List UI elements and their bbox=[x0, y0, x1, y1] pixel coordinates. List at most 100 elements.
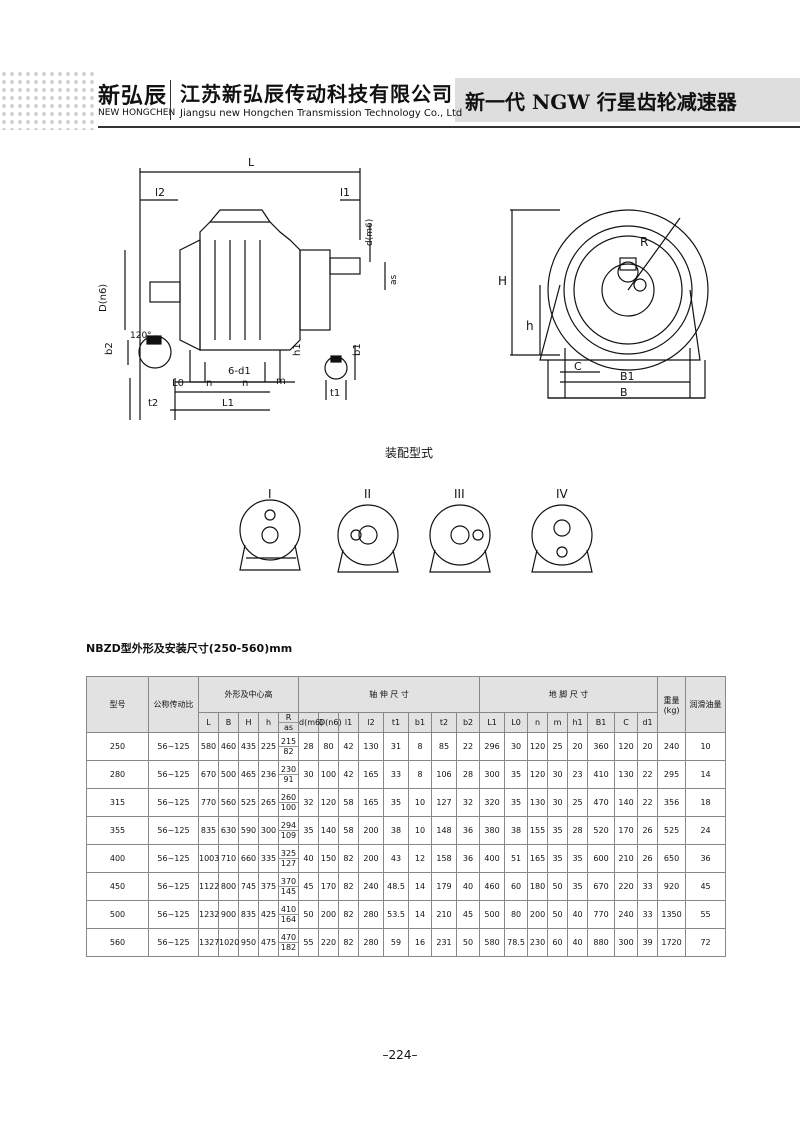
th-weight: 重量(kg) bbox=[657, 675, 687, 734]
cell-d: 35 bbox=[298, 816, 320, 846]
front-view bbox=[510, 209, 709, 399]
shaft-section-right bbox=[324, 345, 356, 400]
th-l2: l2 bbox=[358, 711, 385, 734]
dim-l2: l2 bbox=[155, 186, 165, 199]
cell-model: 560 bbox=[86, 928, 149, 958]
cell-R: 260 bbox=[279, 793, 299, 804]
cell-d: 40 bbox=[298, 844, 320, 874]
cell-weight: 920 bbox=[657, 872, 687, 902]
cell-t1: 35 bbox=[383, 788, 410, 818]
cell-H: 435 bbox=[238, 732, 259, 762]
cell-B: 500 bbox=[218, 760, 239, 790]
cell-D: 150 bbox=[318, 844, 340, 874]
cell-L1: 580 bbox=[479, 928, 506, 958]
cell-L1: 320 bbox=[479, 788, 506, 818]
cell-b1: 10 bbox=[408, 816, 433, 846]
cell-oil: 36 bbox=[685, 844, 727, 874]
cell-l2: 200 bbox=[358, 816, 385, 846]
th-C: C bbox=[614, 711, 639, 734]
cell-h1: 40 bbox=[567, 900, 589, 930]
cell-b2: 40 bbox=[456, 872, 481, 902]
cell-h1: 20 bbox=[567, 732, 589, 762]
cell-h: 475 bbox=[258, 928, 279, 958]
cell-weight: 525 bbox=[657, 816, 687, 846]
cell-L0: 38 bbox=[504, 816, 529, 846]
cell-as: 127 bbox=[280, 859, 297, 869]
cell-model: 250 bbox=[86, 732, 149, 762]
cell-n: 165 bbox=[527, 844, 549, 874]
cell-B1: 670 bbox=[587, 872, 616, 902]
th-h1: h1 bbox=[567, 711, 589, 734]
th-D-n6: D(n6) bbox=[318, 711, 342, 734]
cell-n: 180 bbox=[527, 872, 549, 902]
product-title: 新一代 NGW 行星齿轮减速器 bbox=[465, 90, 737, 114]
cell-oil: 55 bbox=[685, 900, 727, 930]
cell-b2: 50 bbox=[456, 928, 481, 958]
cell-h: 375 bbox=[258, 872, 279, 902]
cell-l2: 165 bbox=[358, 760, 385, 790]
th-weight-label: 重量 bbox=[663, 695, 680, 705]
th-L1: L1 bbox=[479, 711, 506, 734]
th-d1: d1 bbox=[637, 711, 659, 734]
cell-b1: 8 bbox=[408, 732, 433, 762]
cell-l2: 240 bbox=[358, 872, 385, 902]
cell-C: 300 bbox=[614, 928, 639, 958]
cell-model: 355 bbox=[86, 816, 149, 846]
th-foot: 地 脚 尺 寸 bbox=[479, 676, 659, 713]
dim-l1: l1 bbox=[340, 186, 350, 199]
cell-L1: 296 bbox=[479, 732, 506, 762]
cell-as: 91 bbox=[283, 775, 294, 785]
cell-t2: 106 bbox=[431, 760, 458, 790]
cell-H: 590 bbox=[238, 816, 259, 846]
cell-C: 120 bbox=[614, 732, 639, 762]
cell-l1: 58 bbox=[338, 816, 360, 846]
cell-as: 182 bbox=[280, 943, 297, 953]
cell-d1: 33 bbox=[637, 872, 659, 902]
cell-h1: 40 bbox=[567, 928, 589, 958]
cell-B: 900 bbox=[218, 900, 239, 930]
cell-d: 30 bbox=[298, 760, 320, 790]
cell-weight: 356 bbox=[657, 788, 687, 818]
cell-b1: 14 bbox=[408, 872, 433, 902]
cell-t1: 53.5 bbox=[383, 900, 410, 930]
cell-h: 335 bbox=[258, 844, 279, 874]
cell-L1: 380 bbox=[479, 816, 506, 846]
cell-model: 500 bbox=[86, 900, 149, 930]
cell-L1: 300 bbox=[479, 760, 506, 790]
cell-l1: 58 bbox=[338, 788, 360, 818]
cell-R: 370 bbox=[279, 877, 299, 888]
th-t2: t2 bbox=[431, 711, 458, 734]
cell-L0: 60 bbox=[504, 872, 529, 902]
cell-H: 660 bbox=[238, 844, 259, 874]
cell-d1: 26 bbox=[637, 816, 659, 846]
input-shaft-left bbox=[149, 281, 181, 303]
th-weight-unit: (kg) bbox=[663, 705, 680, 715]
cell-B1: 600 bbox=[587, 844, 616, 874]
cell-B: 710 bbox=[218, 844, 239, 874]
cell-ratio: 56~125 bbox=[148, 928, 199, 958]
cell-m: 35 bbox=[547, 816, 569, 846]
assembly-type-1 bbox=[239, 499, 301, 571]
dim-C: C bbox=[574, 360, 582, 373]
cell-C: 240 bbox=[614, 900, 639, 930]
cell-m: 25 bbox=[547, 732, 569, 762]
cell-L0: 80 bbox=[504, 900, 529, 930]
page-number: –224– bbox=[382, 1048, 418, 1062]
cell-model: 450 bbox=[86, 872, 149, 902]
cell-b1: 8 bbox=[408, 760, 433, 790]
cell-h1: 23 bbox=[567, 760, 589, 790]
cell-l2: 165 bbox=[358, 788, 385, 818]
cell-L: 770 bbox=[198, 788, 219, 818]
cell-h1: 35 bbox=[567, 844, 589, 874]
cell-m: 60 bbox=[547, 928, 569, 958]
cell-R: 230 bbox=[279, 765, 299, 776]
dim-m: m bbox=[276, 376, 286, 387]
dim-n-left: n bbox=[206, 378, 212, 389]
cell-model: 400 bbox=[86, 844, 149, 874]
